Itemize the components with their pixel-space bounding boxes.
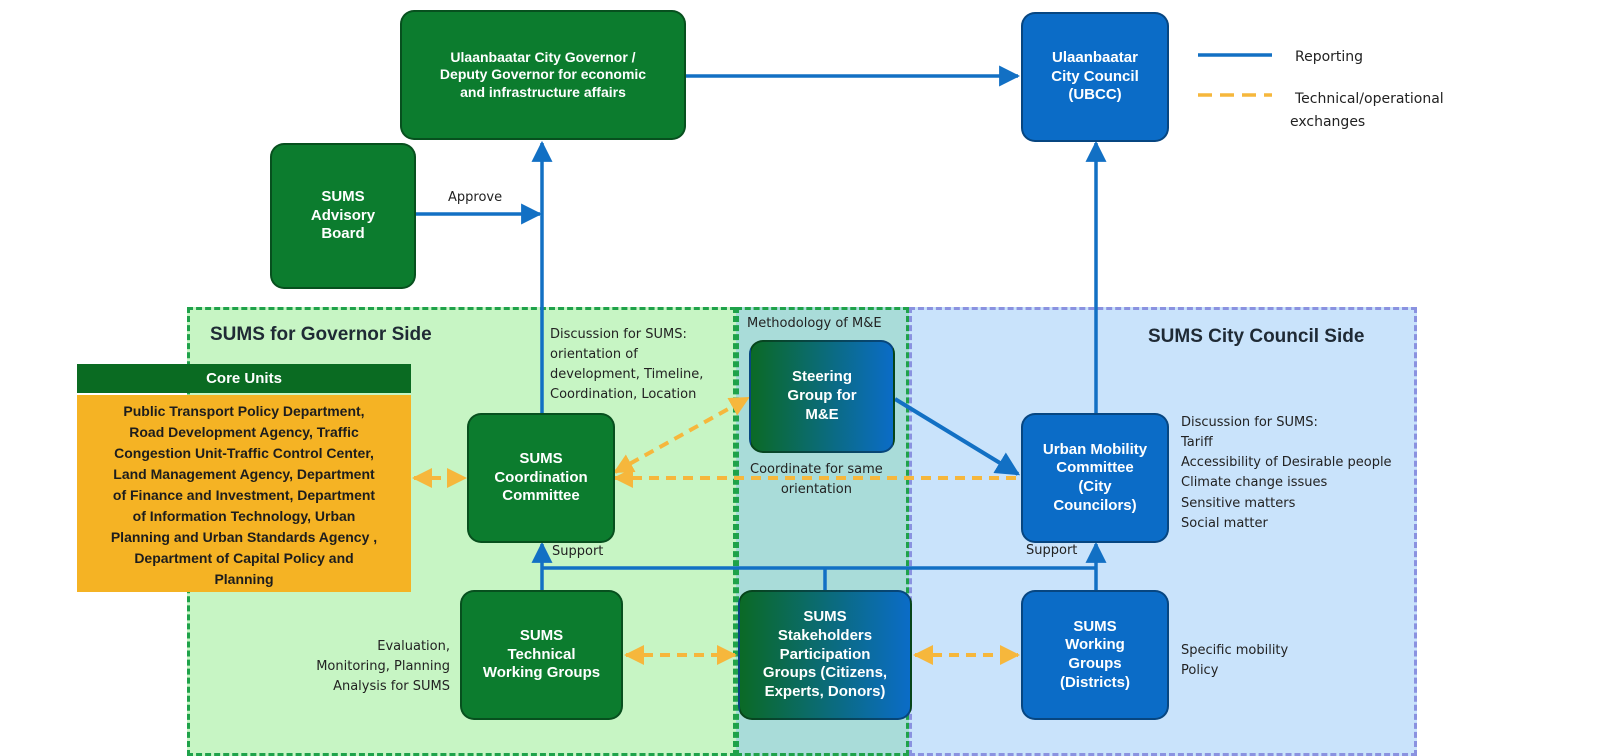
- council-side-title: SUMS City Council Side: [1148, 326, 1365, 347]
- stakeholders-groups-box[interactable]: SUMS Stakeholders Participation Groups (…: [738, 590, 912, 720]
- advisory-board-box[interactable]: SUMS Advisory Board: [270, 143, 416, 289]
- legend-technical-label: Technical/operational: [1295, 91, 1444, 107]
- approve-label: Approve: [448, 190, 503, 205]
- governor-side-title: SUMS for Governor Side: [210, 324, 432, 345]
- me-zone-title: Methodology of M&E: [747, 316, 882, 331]
- support-right-label: Support: [1026, 543, 1078, 558]
- governor-box[interactable]: Ulaanbaatar City Governor / Deputy Gover…: [400, 10, 686, 140]
- core-units-header: Core Units: [77, 364, 411, 393]
- urban-mobility-committee-box[interactable]: Urban Mobility Committee (City Councilor…: [1021, 413, 1169, 543]
- steering-group-box[interactable]: Steering Group for M&E: [749, 340, 895, 453]
- support-left-label: Support: [552, 544, 604, 559]
- steering-to-urban: [893, 397, 1021, 476]
- working-groups-box[interactable]: SUMS Working Groups (Districts): [1021, 590, 1169, 720]
- exchange-coordination-steering: [613, 396, 750, 474]
- discussion-governor-label: Discussion for SUMS: orientation of deve…: [550, 327, 704, 403]
- city-council-box[interactable]: Ulaanbaatar City Council (UBCC): [1021, 12, 1169, 142]
- specific-mobility-label: Specific mobility Policy: [1181, 643, 1289, 679]
- legend-reporting-label: Reporting: [1295, 49, 1364, 65]
- coordination-committee-box[interactable]: SUMS Coordination Committee: [467, 413, 615, 543]
- technical-working-groups-box[interactable]: SUMS Technical Working Groups: [460, 590, 623, 720]
- legend-technical-label-cont: exchanges: [1290, 114, 1366, 130]
- evaluation-label: Evaluation, Monitoring, Planning Analysi…: [316, 639, 450, 695]
- coordinate-label: Coordinate for same orientation: [750, 462, 883, 498]
- discussion-council-label: Discussion for SUMS: Tariff Accessibilit…: [1181, 415, 1392, 531]
- core-units-body: Public Transport Policy Department, Road…: [77, 395, 411, 592]
